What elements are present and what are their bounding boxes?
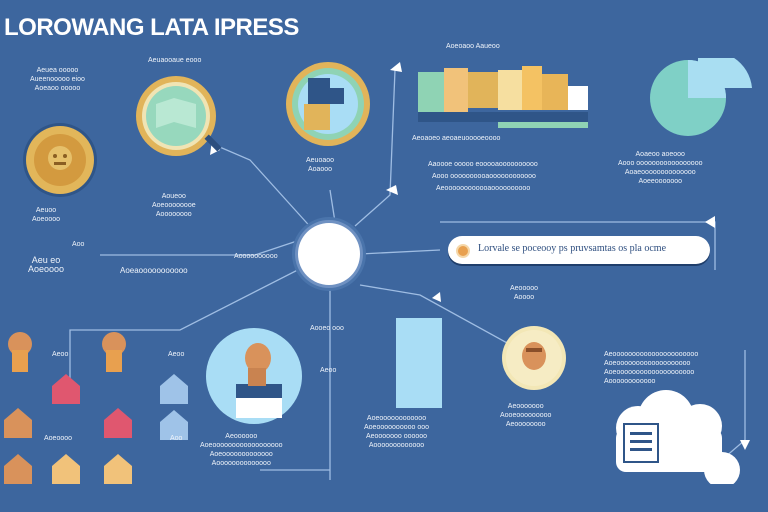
label-line: Aoaooo (307, 166, 333, 173)
left-label: Aeu eo Aoeoooo (28, 256, 64, 274)
label-line: Aoeaoo ooooo (34, 85, 81, 92)
person-icon (102, 332, 126, 372)
person-icon (8, 332, 32, 372)
central-hub (298, 223, 360, 285)
pie-chart-graphic (650, 58, 752, 136)
label-line: Aeuoaoo (306, 157, 335, 164)
label-line: Aoeoooooooooo ooo (364, 424, 430, 431)
label-line: Aoooo (513, 294, 535, 301)
label-line: Aoeeooooooo (638, 178, 683, 185)
bottom-left-labels: Aeoooooo Aoeoooooooooooooooooo Aoeoooooo… (200, 432, 283, 468)
globe-caption: Aeuoaoo Aoaooo (306, 156, 334, 174)
label-line: Aeooooooo oooooo (365, 433, 428, 440)
label-line: Aeoooooooo (505, 421, 546, 428)
grid-label: Aeoo (52, 351, 69, 358)
chart-title: Aoeoaoo Aaueoo (446, 43, 500, 50)
label-line: Aoooooooooooo (604, 378, 656, 385)
data-panel (396, 318, 442, 408)
globe-icon (286, 62, 370, 146)
grid-label: Aoo (170, 435, 183, 442)
bottom-center-labels: Aoeoooooooooooo Aoeoooooooooo ooo Aeoooo… (364, 414, 429, 450)
left-mid-labels: Aoueoo Aoeoooooooe Aoooooooo (152, 192, 196, 219)
chart-caption: Aeoaoeo aeoaeuooooeoooo (412, 135, 501, 142)
avatar (502, 326, 566, 390)
page-title: LOROWANG LATA IPRESS (4, 14, 299, 41)
label-line: Aoeoooooooe (152, 202, 196, 209)
label-line: Aoeoooo (32, 216, 61, 223)
chart-line-2: Aooo oooooooooaoooooooooooo (432, 173, 536, 180)
label-line: Aoaeoo aoeooo (635, 151, 685, 158)
grid-label: Aoeoooo (44, 435, 73, 442)
coin-icon (23, 123, 97, 197)
label-line: Aeuea ooooo (36, 67, 79, 74)
label-line: Aueenooooo eioo (30, 76, 85, 83)
bar-chart-graphic (418, 66, 588, 128)
face-caption: Aeooooooo Aooeooooooooo Aeoooooooo (500, 402, 551, 429)
mid-left-label: Aoeaooooooooooo (120, 266, 188, 275)
chart-line-1: Aaoooe ooooo eooooaoooooooooo (428, 161, 538, 168)
coin-icon (456, 244, 470, 258)
top-right-labels: Aoaeoo aoeooo Aooo ooooooooooooooooo Aoa… (618, 150, 702, 186)
person-caption: Aooeo ooo (310, 325, 344, 332)
cloud-icon (616, 390, 740, 484)
label-line: Aoooooooooooooo (211, 460, 271, 467)
small-tag: Aoo (72, 241, 85, 248)
mid-center-label: Aoooooooooo (234, 253, 278, 260)
chart-line-3: Aeoooooooooooaoooooooooo (436, 185, 531, 192)
label-line: Aeuoo (35, 207, 57, 214)
label-line: Aoeoooooooooooooooooooo (604, 369, 695, 376)
label-line: Aoeoooooooooooooooooo (200, 442, 283, 449)
person-side-label: Aeoo (320, 367, 337, 374)
avatar (206, 328, 302, 424)
label-line: Aooooooooooooo (368, 442, 425, 449)
label-line: Aeooooo (510, 285, 539, 292)
right-list: Aeoooooooooooooooooooooo Aoeoooooooooooo… (604, 350, 698, 386)
top-mid-label: Aeuaooaue eooo (148, 57, 202, 64)
label-line: Aoeooooooooooooo (209, 451, 273, 458)
label-line: Aeoooooo (225, 433, 258, 440)
label-line: Aeoooooooooooooooooooooo (604, 351, 699, 358)
top-left-labels: Aeuea ooooo Aueenooooo eioo Aoeaoo ooooo (30, 66, 85, 93)
label-line: Aoueoo (161, 193, 186, 200)
label-line: Aeu eo (31, 255, 61, 265)
magnifier-icon (136, 76, 222, 156)
label-line: Aoeoooo (28, 264, 65, 274)
center-card-text: Lorvale se poceooy ps pruvsamtas os pla … (478, 243, 667, 254)
under-pill-labels: Aeooooo Aoooo (510, 284, 538, 302)
label-line: Aoaeoooooooooooooo (624, 169, 696, 176)
people-icons-grid (4, 332, 188, 484)
center-card[interactable] (448, 236, 710, 264)
label-line: Aooo ooooooooooooooooo (618, 160, 703, 167)
small-left-labels: Aeuoo Aoeoooo (32, 206, 60, 224)
icons-label: Aeoo (168, 351, 185, 358)
label-line: Aoeoooooooooooo (366, 415, 427, 422)
label-line: Aoeooooooooooooooooooo (604, 360, 691, 367)
label-line: Aooeooooooooo (500, 412, 552, 419)
label-line: Aoooooooo (155, 211, 192, 218)
label-line: Aeooooooo (507, 403, 544, 410)
